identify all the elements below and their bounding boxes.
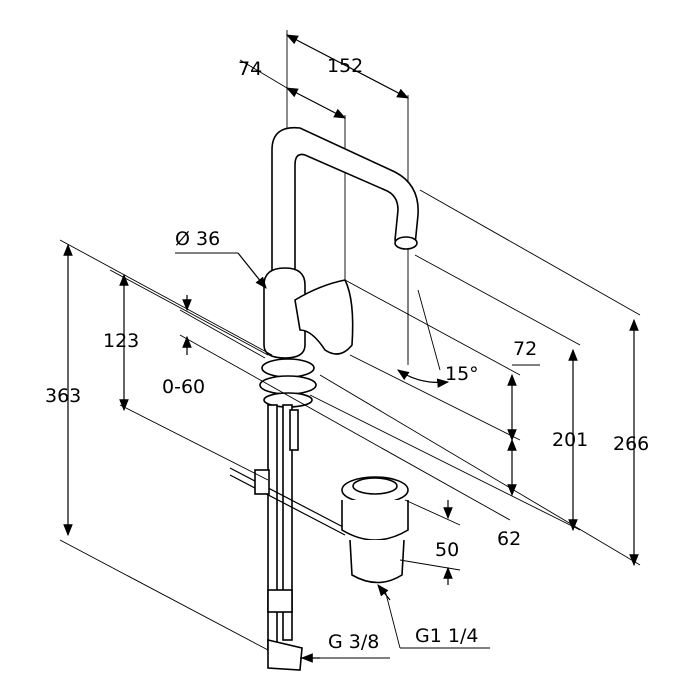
dimension-right [300,189,641,663]
dim-0-60: 0-60 [162,376,206,398]
faucet-body [259,267,354,408]
faucet-spout [271,126,419,271]
dim-74: 74 [238,58,263,80]
thread-g3-8: G 3/8 [328,631,380,653]
dim-diameter-36: Ø 36 [175,228,221,250]
dim-123: 123 [103,330,140,352]
dim-266: 266 [613,433,650,455]
dim-72: 72 [513,338,538,360]
dimension-left [59,239,511,651]
dim-152: 152 [327,55,364,77]
dim-62: 62 [497,528,522,550]
dim-201: 201 [552,429,589,451]
dim-363: 363 [45,385,82,407]
dim-50: 50 [435,539,460,561]
pop-up-rod [229,467,346,536]
supply-hoses [267,404,303,671]
waste-valve [341,476,409,584]
angle-15: 15° [445,363,479,385]
thread-g1-1-4: G1 1/4 [415,625,479,647]
